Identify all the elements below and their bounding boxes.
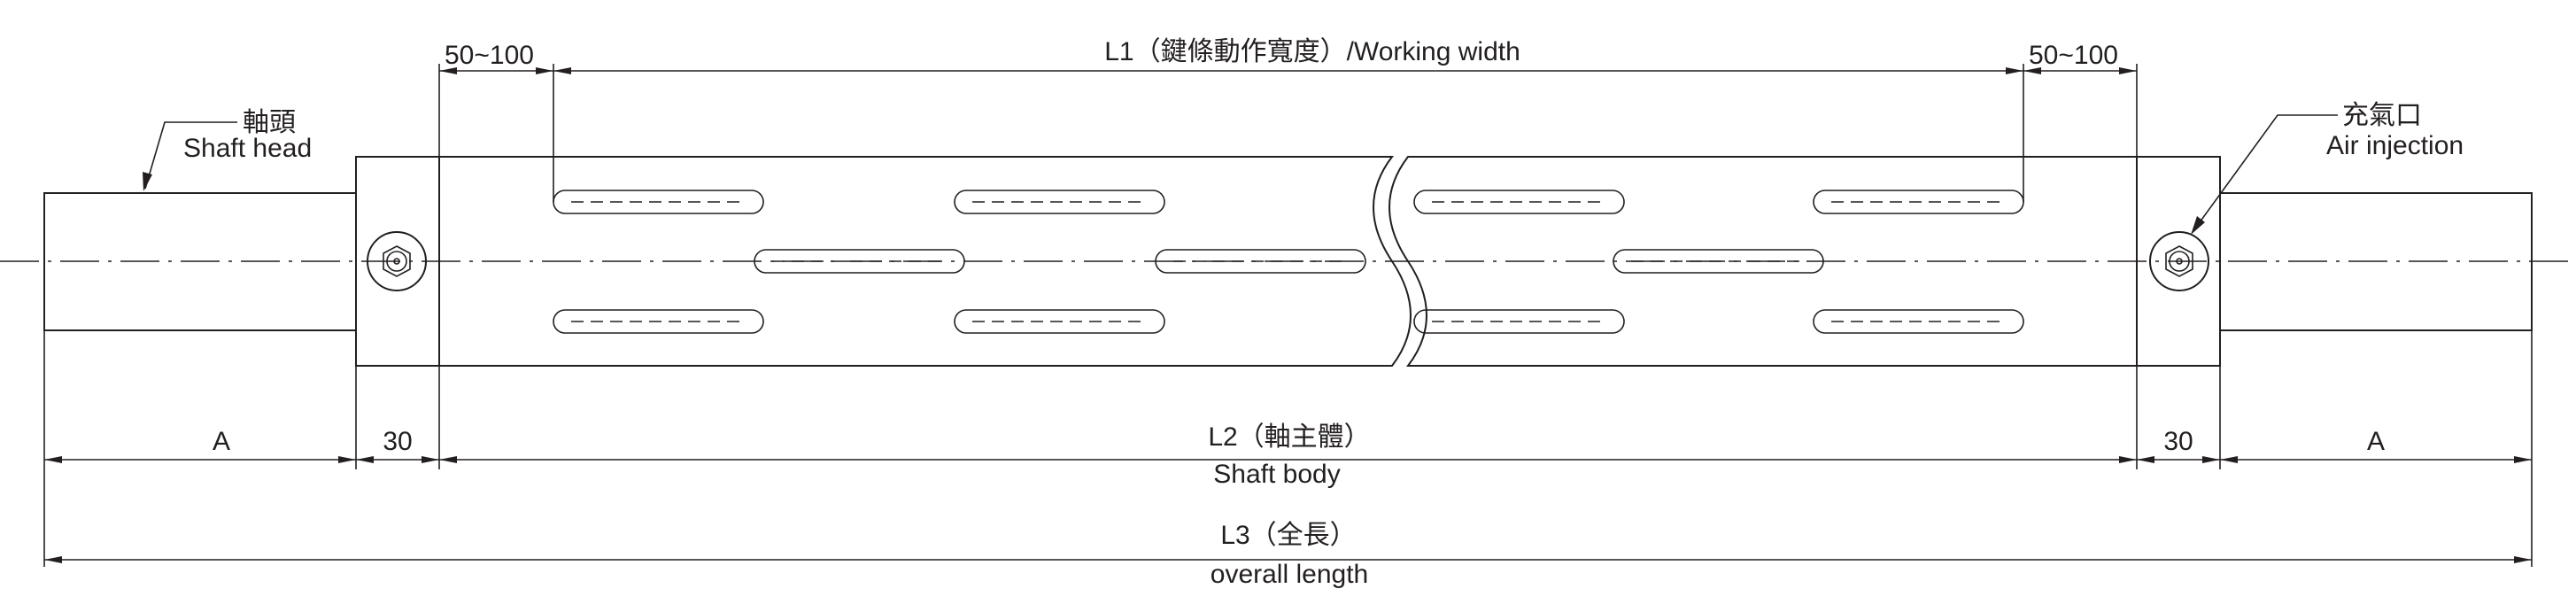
key-slot xyxy=(754,249,965,274)
key-slot xyxy=(954,309,1165,334)
shaft-head-label-cn: 軸頭 xyxy=(243,108,296,137)
key-slot xyxy=(954,190,1165,214)
bottom-dimensions xyxy=(43,330,2533,567)
shaft-head-label-en: Shaft head xyxy=(183,134,312,163)
air-injection-label-cn: 充氣口 xyxy=(2342,101,2422,130)
key-slot xyxy=(1613,249,1824,274)
key-slot xyxy=(1413,309,1625,334)
dim-a-left-label: A xyxy=(213,427,230,456)
overall-length-label-en: overall length xyxy=(1211,560,1368,589)
dim-a-right-label: A xyxy=(2367,427,2385,456)
key-slot xyxy=(1813,190,2024,214)
dim-30-right-label: 30 xyxy=(2163,427,2193,456)
top-dimensions xyxy=(438,64,2138,202)
margin-right-label: 50~100 xyxy=(2029,41,2118,70)
shaft-body xyxy=(355,156,2221,367)
key-slot xyxy=(553,309,764,334)
dim-30-left-label: 30 xyxy=(383,427,412,456)
margin-left-label: 50~100 xyxy=(445,41,534,70)
key-slot xyxy=(1155,249,1366,274)
overall-length-label-cn: L3（全長） xyxy=(1220,521,1356,550)
left-air-valve xyxy=(367,231,427,291)
key-slot xyxy=(1413,190,1625,214)
right-air-valve xyxy=(2149,231,2209,291)
air-injection-label-en: Air injection xyxy=(2326,131,2464,160)
shaft-body-label-cn: L2（軸主體） xyxy=(1208,422,1370,452)
working-width-label: L1（鍵條動作寬度）/Working width xyxy=(1104,37,1520,66)
shaft-body-label-en: Shaft body xyxy=(1213,460,1340,489)
leaders xyxy=(143,114,2338,235)
key-slot xyxy=(1813,309,2024,334)
key-slot xyxy=(553,190,764,214)
